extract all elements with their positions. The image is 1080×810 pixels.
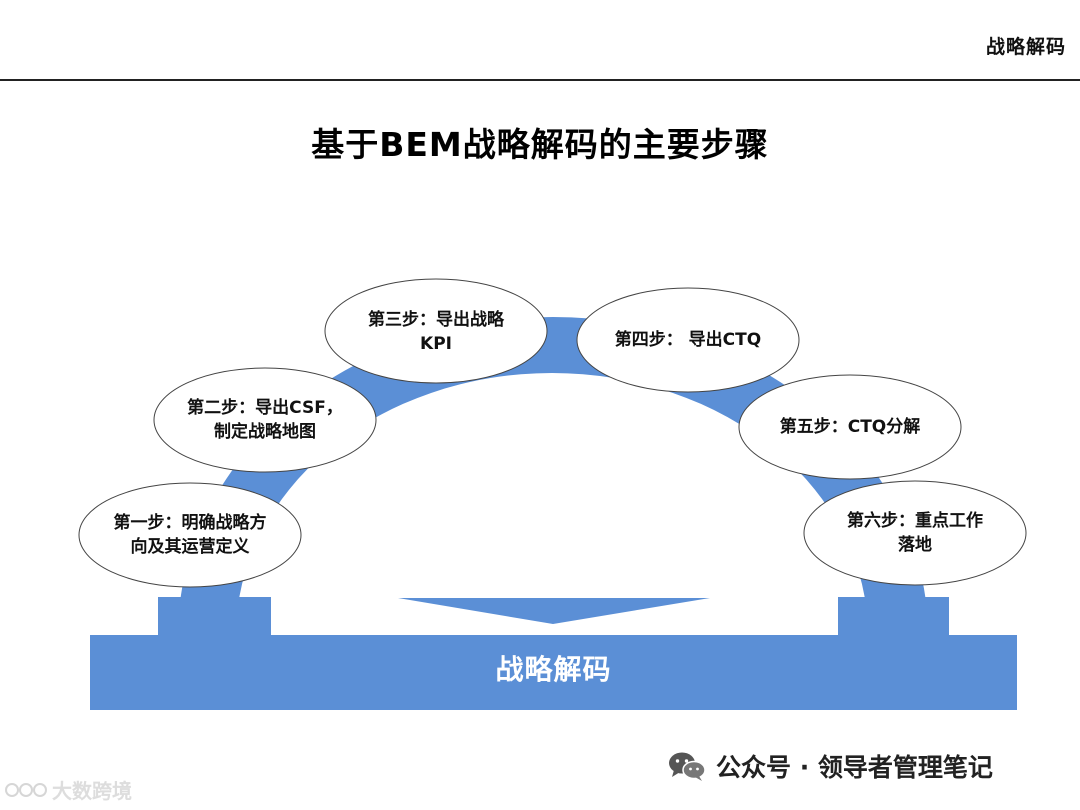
step-4-label: 第四步： 导出CTQ: [577, 328, 799, 352]
watermark-logo-icon: [5, 782, 47, 797]
step-2-ellipse: [153, 367, 377, 473]
right-pedestal: [838, 597, 949, 637]
step-6-label: 第六步：重点工作 落地: [804, 509, 1026, 557]
step-4-line1: 第四步： 导出CTQ: [614, 330, 762, 350]
step-6-line1: 第六步：重点工作: [847, 511, 983, 531]
step-3-line2: KPI: [420, 334, 452, 354]
step-1-label: 第一步：明确战略方 向及其运营定义: [79, 511, 301, 559]
step-5-ellipse: [738, 374, 962, 480]
down-arrow: [398, 598, 710, 624]
step-4-ellipse: [576, 287, 800, 393]
header-label: 战略解码: [985, 36, 1066, 58]
wechat-icon: [669, 752, 706, 781]
step-1-ellipse: [78, 482, 302, 588]
step-5-label: 第五步：CTQ分解: [739, 415, 961, 439]
watermark-text: 大数跨境: [52, 779, 132, 803]
arch-band: [178, 317, 928, 635]
step-2-line2: 制定战略地图: [214, 422, 316, 442]
base-label: 战略解码: [495, 653, 612, 686]
wechat-text: 公众号 · 领导者管理笔记: [716, 753, 993, 782]
base-bar: [90, 635, 1017, 710]
step-1-line1: 第一步：明确战略方: [113, 513, 267, 533]
step-2-line1: 第二步：导出CSF，: [187, 398, 343, 418]
watermark: 大数跨境: [4, 775, 132, 804]
step-3-ellipse: [324, 278, 548, 384]
step-3-line1: 第三步：导出战略: [368, 310, 504, 330]
step-5-line1: 第五步：CTQ分解: [779, 417, 921, 437]
step-1-line2: 向及其运营定义: [130, 537, 250, 557]
header-divider: [0, 79, 1080, 81]
step-6-line2: 落地: [898, 535, 932, 555]
step-2-label: 第二步：导出CSF， 制定战略地图: [154, 396, 376, 444]
step-3-label: 第三步：导出战略 KPI: [325, 308, 547, 356]
left-pedestal: [158, 597, 271, 637]
page-title: 基于BEM战略解码的主要步骤: [311, 125, 769, 164]
step-6-ellipse: [803, 480, 1027, 586]
wechat-attribution: 公众号 · 领导者管理笔记: [668, 748, 993, 784]
